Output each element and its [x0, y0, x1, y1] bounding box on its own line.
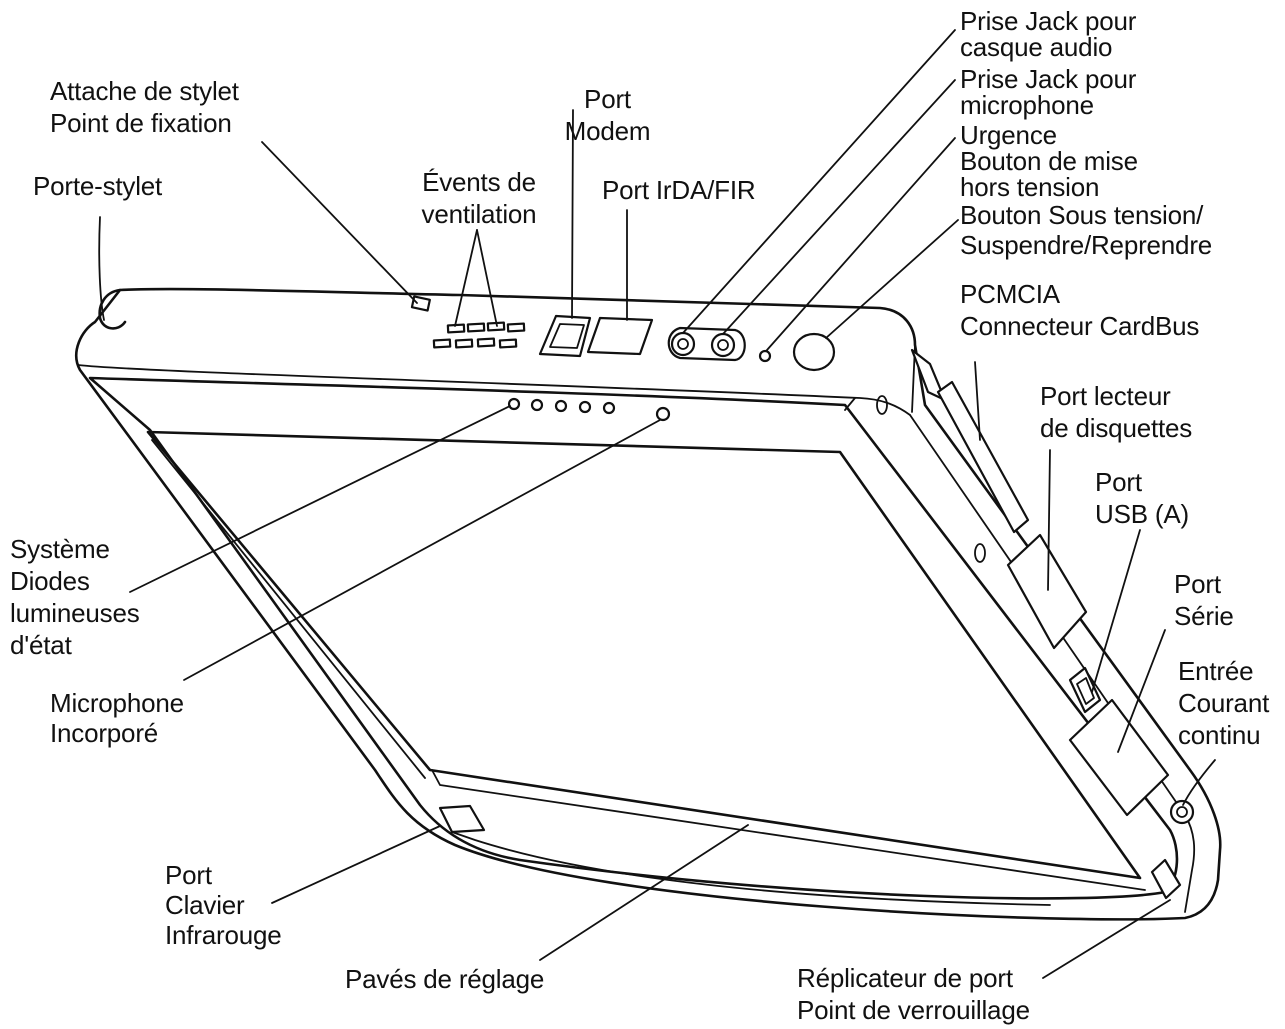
dc-input — [1169, 799, 1195, 825]
pen-tether-point — [410, 295, 431, 312]
port-replicator-lock — [1150, 858, 1182, 900]
label-port-usb: Port USB (A) — [1095, 467, 1189, 529]
label-port-disquettes: Port lecteur de disquettes — [1040, 381, 1193, 443]
serial-port — [1068, 698, 1170, 817]
label-urgence: Urgence Bouton de mise hors tension — [960, 120, 1138, 202]
label-microphone-incorpore: Microphone Incorporé — [50, 688, 184, 748]
label-port-clavier: Port Clavier Infrarouge — [165, 860, 282, 950]
label-events-ventilation: Évents de ventilation — [421, 167, 537, 229]
label-pcmcia: PCMCIA Connecteur CardBus — [960, 279, 1200, 341]
built-in-microphone — [655, 406, 671, 422]
screen — [88, 376, 1179, 900]
leader-lines — [98, 29, 1216, 979]
label-attache-stylet: Attache de stylet Point de fixation — [50, 76, 239, 138]
side-ports — [876, 348, 1195, 900]
front-features — [438, 804, 1051, 906]
label-bouton-sous-tension: Bouton Sous tension/ Suspendre/Reprendre — [960, 200, 1213, 260]
label-prise-jack-casque: Prise Jack pour casque audio — [960, 6, 1137, 62]
label-port-serie: Port Série — [1174, 569, 1234, 631]
pcmcia-slot — [936, 380, 1030, 534]
floppy-port — [1006, 533, 1088, 650]
status-leds — [507, 397, 671, 422]
label-prise-jack-micro: Prise Jack pour microphone — [960, 64, 1137, 120]
ir-keyboard-port — [438, 804, 486, 834]
irda-port — [586, 316, 654, 356]
label-replicateur-port: Réplicateur de port Point de verrouillag… — [797, 963, 1030, 1025]
ventilation-vents — [432, 321, 526, 349]
top-ports — [410, 295, 836, 372]
label-port-irda: Port IrDA/FIR — [602, 175, 756, 205]
modem-port — [538, 314, 592, 358]
usb-port — [1068, 666, 1102, 714]
label-paves-reglage: Pavés de réglage — [345, 964, 545, 994]
label-diodes-etat: Système Diodes lumineuses d'état — [10, 534, 140, 660]
emergency-off-hole — [758, 349, 772, 363]
label-entree-courant: Entrée Courant continu — [1178, 656, 1270, 750]
label-porte-stylet: Porte-stylet — [33, 171, 163, 201]
label-port-modem: Port Modem — [564, 84, 651, 146]
power-button — [792, 332, 836, 372]
audio-jacks — [667, 326, 746, 362]
